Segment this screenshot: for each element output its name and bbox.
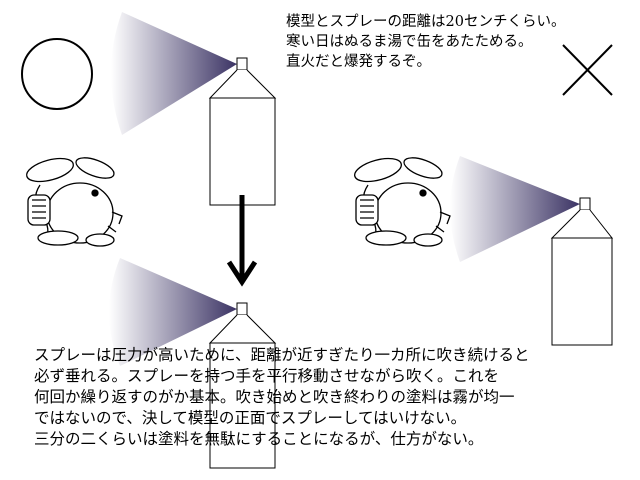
note-line: 直火だと爆発するぞ。: [286, 54, 431, 70]
ok-circle-icon: [21, 38, 93, 110]
spray-mist: [450, 156, 580, 262]
spray-mist: [111, 12, 237, 135]
spray-mist: [109, 258, 237, 366]
mascot-character-icon: [351, 152, 451, 247]
body-line: 何回か繰り返すのがか基本。吹き始めと吹き終わりの塗料は霧が均一: [34, 388, 515, 406]
mascot-character-icon: [26, 157, 123, 247]
body-line: 三分の二くらいは塗料を無駄にすることになるが、仕方がない。: [34, 430, 484, 448]
note-line: 寒い日はぬるま湯で缶をあたためる。: [286, 34, 533, 50]
spray-can-icon: [109, 258, 277, 469]
ng-cross-icon: [562, 44, 613, 96]
body-line: ではないので、決して模型の正面でスプレーしてはいけない。: [34, 409, 467, 427]
spray-can-icon: [450, 156, 614, 346]
down-arrow-icon: [226, 195, 258, 287]
spray-can-icon: [111, 12, 277, 206]
note-line: 模型とスプレーの距離は20センチくらい。: [286, 14, 566, 30]
body-line: 必ず垂れる。スプレーを持つ手を平行移動させながら吹く。これを: [34, 367, 500, 385]
body-line: スプレーは圧力が高いために、距離が近すぎたり一カ所に吹き続けると: [34, 346, 530, 364]
explanation-text: スプレーは圧力が高いために、距離が近すぎたり一カ所に吹き続けると必ず垂れる。スプ…: [34, 345, 530, 450]
tip-note: 模型とスプレーの距離は20センチくらい。寒い日はぬるま湯で缶をあたためる。直火だ…: [286, 12, 565, 72]
